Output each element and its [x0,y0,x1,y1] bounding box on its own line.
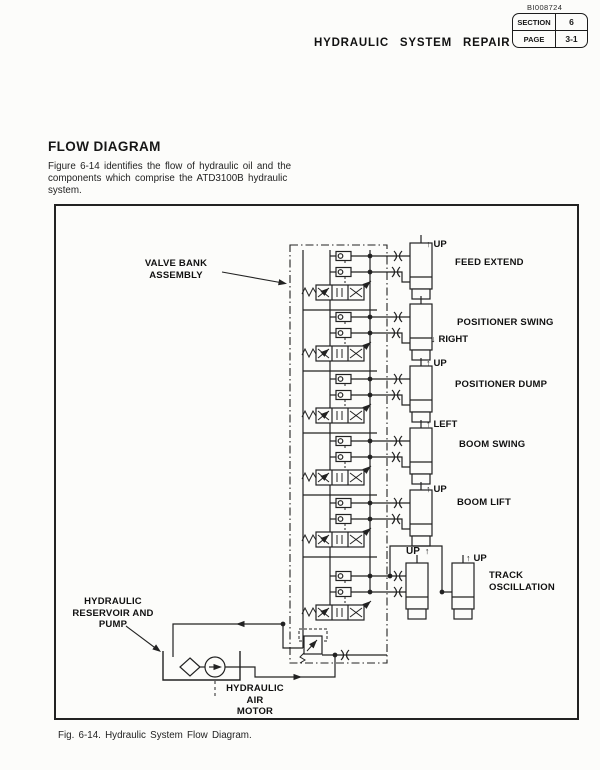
figure-caption: Fig. 6-14. Hydraulic System Flow Diagram… [58,730,252,741]
table-row-section: SECTION 6 [513,14,587,30]
page-label: PAGE [513,31,556,47]
label-boom-lift: BOOM LIFT [457,497,512,508]
valve-bank-assembly-label: VALVE BANK ASSEMBLY [144,258,208,281]
up-arrow-icon: ↑ [426,239,431,249]
relief-valve [298,628,387,664]
figure-border [54,204,579,720]
intro-line-3: system. [48,185,82,196]
valve-section-5 [301,497,410,548]
valve-bank-galleries [302,250,377,648]
direction-positioner-dump: ↑UP [426,358,447,369]
direction-track-oscillation-1: UP↑ [406,546,430,557]
up-arrow-icon: ↑ [426,484,431,494]
valve-section-2 [301,311,410,362]
reservoir-tank [162,651,241,681]
label-track-oscillation: TRACK OSCILLATION [489,570,555,593]
direction-boom-swing: ↑LEFT [426,419,458,430]
cylinder-row-1 [409,235,433,300]
filter-icon [179,657,205,677]
intro-line-2: components which comprise the ATD3100B h… [48,173,288,184]
valve-section-6 [301,570,406,621]
air-motor-label: HYDRAULIC AIR MOTOR [226,683,284,718]
pump-icon [204,656,226,678]
direction-boom-lift: ↑UP [426,484,447,495]
cylinder-row-5 [409,482,433,547]
intro-line-1: Figure 6-14 identifies the flow of hydra… [48,161,292,172]
section-value: 6 [569,17,574,27]
leader-lines [125,271,287,697]
up-arrow-icon: ↑ [424,546,430,556]
return-line [172,620,303,657]
document-number: BI008724 [527,3,563,12]
track-oscillation-cylinders [387,545,475,620]
direction-track-oscillation-2: ↑UP [466,553,487,564]
section-heading: FLOW DIAGRAM [48,139,161,154]
section-page-table: SECTION 6 PAGE 3-1 [512,13,588,48]
section-label: SECTION [513,14,556,30]
up-arrow-icon: ↑ [426,358,431,368]
down-arrow-icon: ↓ [431,334,436,344]
page-value: 3-1 [565,34,578,44]
valve-section-4 [301,435,410,486]
pressure-line [225,652,338,681]
label-boom-swing: BOOM SWING [459,439,526,450]
cylinder-row-2 [409,296,433,361]
valve-section-1 [301,250,410,301]
direction-feed-extend: ↑UP [426,239,447,250]
valve-bank-boundary [289,244,388,664]
table-row-page: PAGE 3-1 [513,30,587,47]
page-title: HYDRAULIC SYSTEM REPAIR [314,37,511,49]
valve-section-3 [301,373,410,424]
label-positioner-dump: POSITIONER DUMP [455,379,548,390]
direction-positioner-swing: ↓RIGHT [431,334,469,345]
reservoir-pump-label: HYDRAULIC RESERVOIR AND PUMP [72,596,154,631]
up-arrow-icon: ↑ [466,553,471,563]
label-positioner-swing: POSITIONER SWING [457,317,554,328]
label-feed-extend: FEED EXTEND [455,257,524,268]
cylinder-row-4 [409,420,433,485]
up-arrow-icon: ↑ [426,419,431,429]
